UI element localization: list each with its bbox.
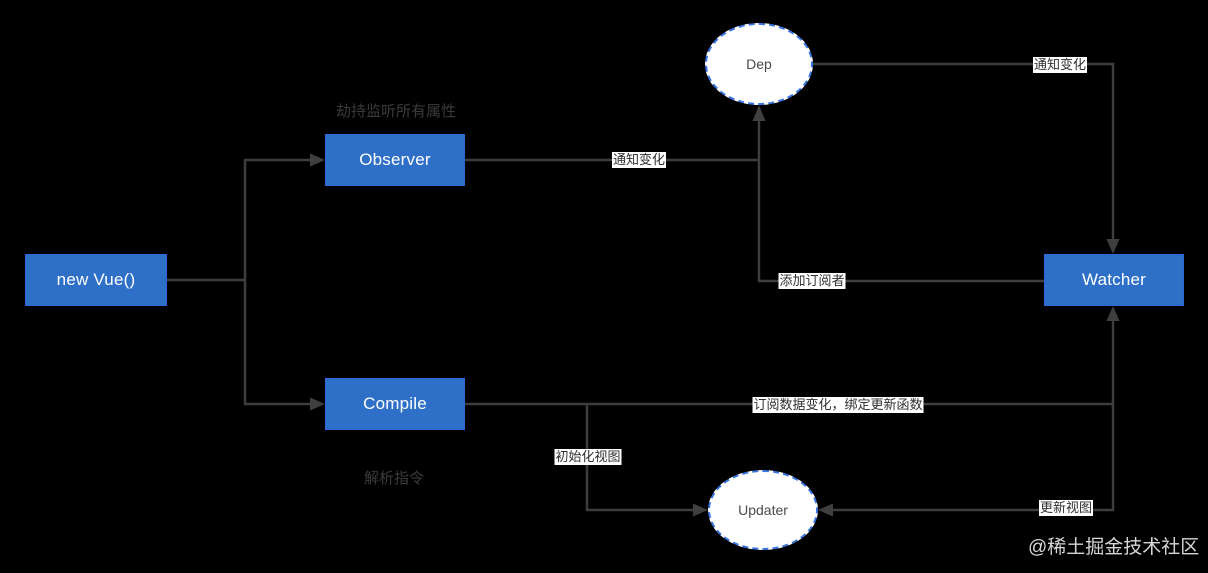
arrow-into-observer: [310, 153, 325, 167]
arrow-into-watcher-top: [1106, 239, 1120, 254]
annotation-observer-note: 劫持监听所有属性: [336, 103, 457, 120]
node-observer: Observer: [325, 134, 465, 186]
node-updater: Updater: [708, 470, 818, 550]
node-watcher: Watcher: [1044, 254, 1184, 306]
edge-splitter-vertical: [243, 158, 310, 406]
arrow-into-dep: [752, 105, 766, 121]
node-compile: Compile: [325, 378, 465, 430]
edge-label-observer-to-dep: 通知变化: [611, 152, 667, 168]
annotation-compile-note: 解析指令: [364, 470, 425, 487]
arrow-into-updater-right: [818, 503, 833, 517]
edge-label-compile-to-watcher: 订阅数据变化，绑定更新函数: [752, 397, 924, 413]
node-new-vue: new Vue(): [25, 254, 167, 306]
edge-compile-to-updater: [585, 404, 693, 512]
node-dep: Dep: [705, 23, 813, 105]
edge-label-watcher-to-updater: 更新视图: [1038, 500, 1094, 516]
arrow-into-updater-left: [693, 503, 708, 517]
edge-junction-dep-watcher: [757, 121, 1044, 283]
edge-label-compile-to-updater: 初始化视图: [554, 449, 622, 465]
edge-dep-to-watcher: [813, 62, 1115, 239]
edge-watcher-updater-vertical: [833, 321, 1115, 512]
edge-label-watcher-to-dep: 添加订阅者: [778, 273, 846, 289]
arrow-into-watcher-bottom: [1106, 306, 1120, 321]
arrow-into-compile: [310, 397, 325, 411]
watermark-juejin: @稀土掘金技术社区: [1028, 537, 1200, 558]
edge-label-dep-to-watcher: 通知变化: [1032, 57, 1088, 73]
